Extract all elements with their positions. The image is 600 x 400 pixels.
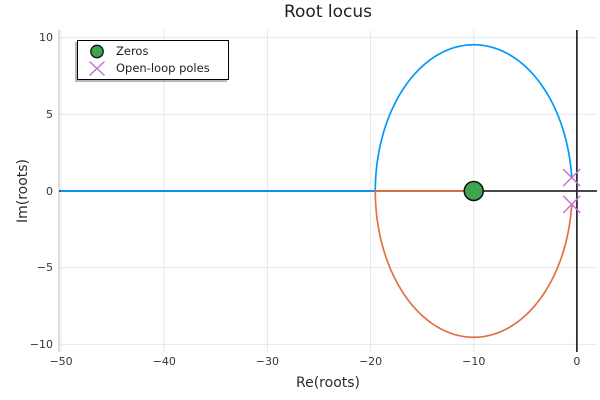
y-tick-label: −5	[36, 261, 53, 275]
chart-title: Root locus	[283, 2, 373, 22]
y-tick-label: 10	[39, 31, 53, 45]
x-tick-label: 0	[573, 355, 581, 368]
x-tick-label: −30	[255, 355, 279, 368]
legend-label: Zeros	[116, 44, 149, 58]
x-tick-label: −20	[358, 355, 383, 368]
pole-marker-line	[562, 168, 581, 187]
y-tick-label: 5	[46, 107, 53, 121]
locus-branch-1	[60, 43, 573, 192]
pole-marker-line	[562, 195, 581, 214]
legend-entry: Zeros	[78, 43, 228, 60]
y-tick-label: 0	[46, 184, 53, 198]
legend-label: Open-loop poles	[116, 61, 210, 75]
legend-zero-marker-icon	[90, 44, 104, 59]
zero-marker	[463, 180, 484, 202]
x-tick-label: −10	[462, 355, 486, 368]
x-axis-label: Re(roots)	[296, 375, 360, 391]
legend-entry: Open-loop poles	[78, 60, 228, 77]
legend-pole-cross-icon	[89, 60, 105, 77]
y-tick-label: −10	[29, 337, 53, 351]
x-tick-label: −50	[49, 355, 73, 368]
x-tick-label: −40	[152, 355, 176, 368]
locus-branch-2	[374, 190, 573, 339]
